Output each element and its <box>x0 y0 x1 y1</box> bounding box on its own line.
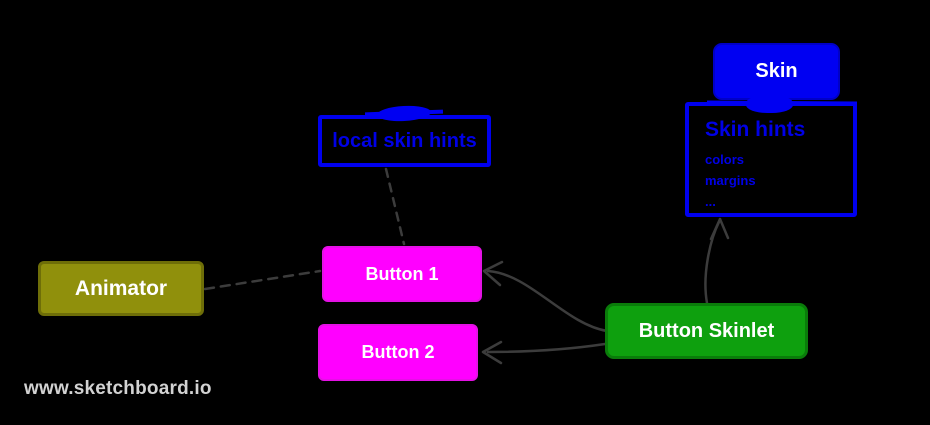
skin-hints-item-ellipsis: ... <box>705 194 716 209</box>
node-button2-label: Button 2 <box>361 342 435 362</box>
edge-animator-button1[interactable] <box>203 269 322 291</box>
node-skin-hints[interactable]: Skin hints colors margins ... <box>685 102 857 217</box>
node-button1-label: Button 1 <box>365 263 439 284</box>
edge-local-skin-hints-button1[interactable] <box>384 167 406 246</box>
edge-button-skinlet-skin-hints[interactable] <box>704 217 730 305</box>
sketchboard-watermark: www.sketchboard.io <box>24 378 212 399</box>
node-button-skinlet-label: Button Skinlet <box>638 319 775 342</box>
skin-hints-title: Skin hints <box>705 118 806 141</box>
node-button2[interactable]: Button 2 <box>318 324 478 381</box>
skin-hints-item-margins: margins <box>705 173 756 188</box>
node-skin[interactable]: Skin <box>713 43 840 100</box>
skin-attachment-blob <box>746 95 793 113</box>
node-animator[interactable]: Animator <box>38 261 204 316</box>
node-skin-label: Skin <box>755 60 798 82</box>
node-button1[interactable]: Button 1 <box>322 246 482 302</box>
node-local-skin-hints-label: local skin hints <box>332 129 477 152</box>
edge-button-skinlet-button2[interactable] <box>481 340 607 365</box>
node-animator-label: Animator <box>74 276 168 300</box>
skin-hints-item-colors: colors <box>705 152 745 167</box>
node-button-skinlet[interactable]: Button Skinlet <box>605 303 808 359</box>
edge-button-skinlet-button1[interactable] <box>482 260 609 333</box>
node-local-skin-hints[interactable]: local skin hints <box>318 115 491 167</box>
